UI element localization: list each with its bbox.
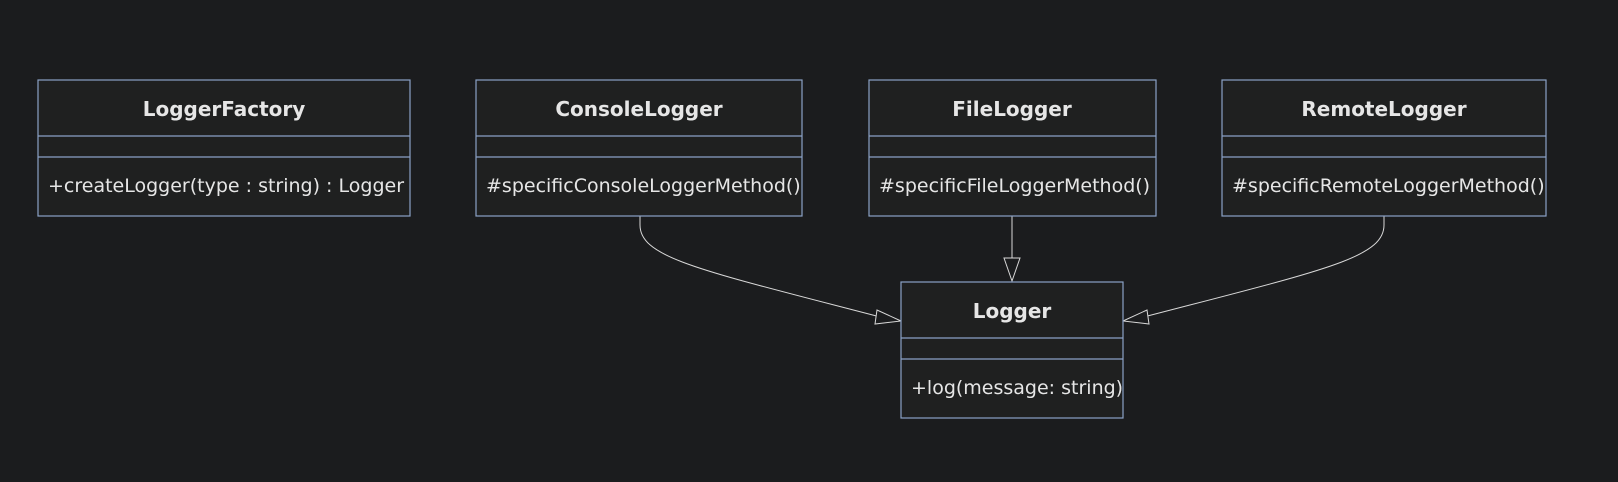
class-method: #specificRemoteLoggerMethod() [1232, 175, 1545, 197]
class-consolelogger[interactable]: ConsoleLogger #specificConsoleLoggerMeth… [475, 79, 803, 217]
class-filelogger[interactable]: FileLogger #specificFileLoggerMethod() [868, 79, 1157, 217]
class-title: RemoteLogger [1301, 97, 1466, 121]
class-loggerfactory[interactable]: LoggerFactory +createLogger(type : strin… [37, 79, 411, 217]
class-method: #specificConsoleLoggerMethod() [486, 175, 801, 197]
class-title: Logger [973, 299, 1052, 323]
class-logger[interactable]: Logger +log(message: string) [900, 281, 1124, 419]
class-title: FileLogger [952, 97, 1072, 121]
arrowhead-consolelogger-to-logger [874, 309, 903, 325]
edge-consolelogger-to-logger [639, 216, 885, 319]
class-remotelogger[interactable]: RemoteLogger #specificRemoteLoggerMethod… [1221, 79, 1547, 217]
class-method: +log(message: string) [911, 377, 1123, 399]
class-title: ConsoleLogger [555, 97, 722, 121]
arrowhead-remotelogger-to-logger [1121, 309, 1150, 325]
class-method: #specificFileLoggerMethod() [879, 175, 1150, 197]
class-method: +createLogger(type : string) : Logger [48, 175, 404, 197]
class-title: LoggerFactory [143, 97, 306, 121]
arrowhead-filelogger-to-logger [1003, 257, 1021, 283]
edge-remotelogger-to-logger [1139, 216, 1385, 319]
edges [639, 216, 1385, 325]
